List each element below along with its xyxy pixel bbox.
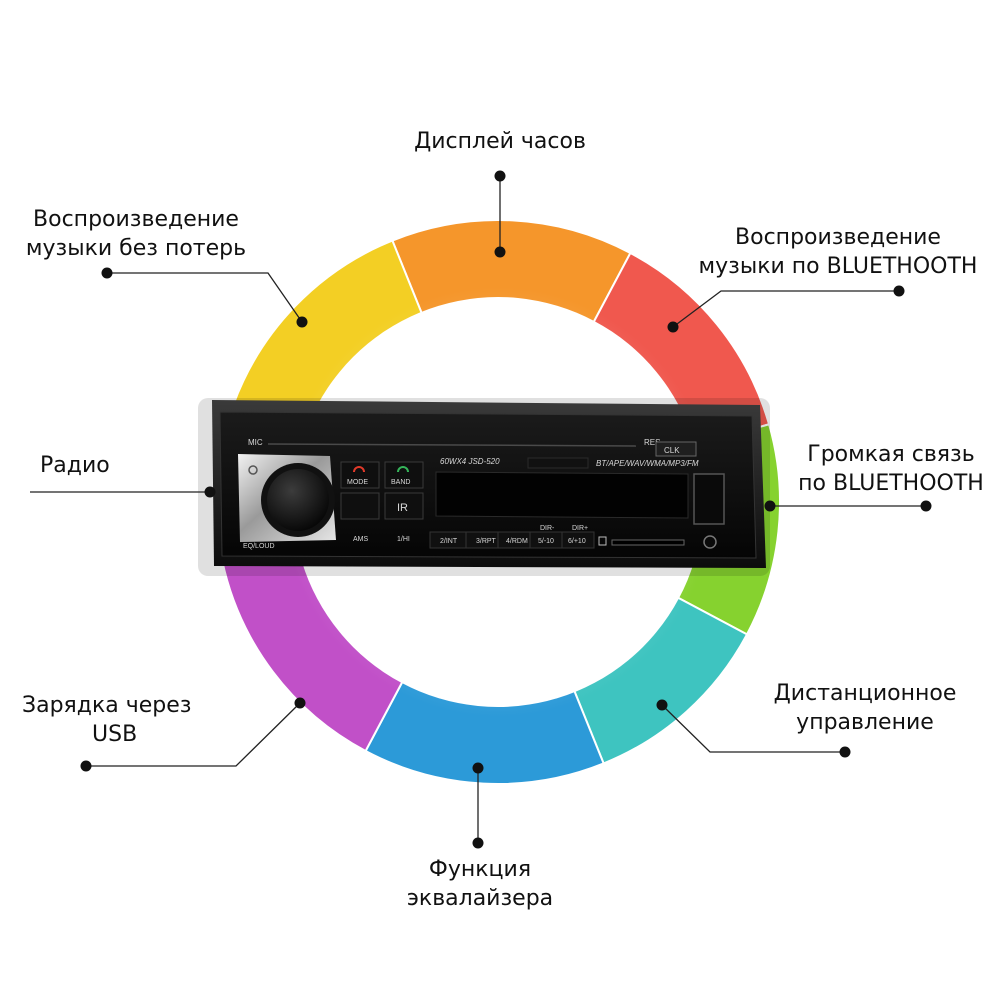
- dir-minus-label: DIR-: [540, 525, 555, 532]
- res-label: RES: [644, 438, 660, 447]
- label-bt-music-line-2: музыки по BLUETHOOTH: [698, 254, 978, 279]
- formats-label: BT/APE/WAV/WMA/MP3/FM: [596, 459, 699, 468]
- label-radio: Радио: [40, 451, 160, 480]
- dot-bt-handsfree-inner: [764, 500, 776, 512]
- ir-window: [384, 492, 424, 520]
- preset-1-button[interactable]: 1/HI: [397, 536, 410, 543]
- band-call-icon: [397, 466, 409, 473]
- dot-radio-inner: [204, 486, 216, 498]
- dot-bt-music-inner: [667, 321, 679, 333]
- label-usb-charge-line-2: USB: [92, 722, 138, 747]
- label-equalizer-line-2: эквалайзера: [406, 886, 554, 911]
- label-clock-line-1: Дисплей часов: [414, 129, 586, 154]
- eq-loud-label: EQ/LOUD: [243, 543, 275, 550]
- mode-hangup-icon: [353, 466, 365, 473]
- sd-card-icon: [598, 536, 607, 546]
- callout-line-lossless: [107, 272, 303, 323]
- dot-remote-outer: [839, 746, 851, 758]
- aux-jack[interactable]: [703, 535, 717, 549]
- clk-button[interactable]: [655, 441, 697, 457]
- car-radio: MIC RES CLK EQ/LOUD MODE BAND IR AMS 1/H…: [198, 398, 770, 576]
- eject-button[interactable]: [340, 492, 380, 520]
- label-equalizer-line-1: Функция: [428, 857, 532, 882]
- band-label: BAND: [391, 479, 410, 486]
- callout-lines: [30, 176, 926, 843]
- dot-clock-inner: [494, 246, 506, 258]
- preset-6-label: 6/+10: [568, 538, 586, 545]
- preset-2-label: 2/INT: [440, 538, 458, 545]
- dot-clock-outer: [494, 170, 506, 182]
- label-bt-handsfree-line-1: Громкая связь: [807, 442, 975, 467]
- preset-row: 2/INT 3/RPT 4/RDM 5/-10 DIR- 6/+10 DIR+: [429, 525, 717, 549]
- sd-card-slot[interactable]: [611, 539, 685, 546]
- label-remote-line-2: управление: [796, 710, 934, 735]
- display-indicator: [527, 457, 589, 469]
- usb-port[interactable]: [693, 473, 725, 525]
- label-bt-handsfree-line-2: по BLUETHOOTH: [798, 471, 984, 496]
- label-radio-line-1: Радио: [40, 453, 110, 478]
- ams-button[interactable]: AMS: [353, 536, 369, 543]
- callout-line-bt-music: [672, 290, 899, 328]
- dot-equalizer-inner: [472, 762, 484, 774]
- label-equalizer: Функция эквалайзера: [370, 855, 590, 913]
- volume-knob[interactable]: [267, 469, 329, 531]
- label-remote: Дистанционное управление: [750, 679, 980, 737]
- label-bt-music: Воспроизведение музыки по BLUETHOOTH: [680, 223, 996, 281]
- label-lossless: Воспроизведение музыки без потерь: [4, 205, 268, 263]
- dot-usb-outer: [80, 760, 92, 772]
- dot-lossless-outer: [101, 267, 113, 279]
- preset-3-label: 3/RPT: [476, 538, 497, 545]
- label-usb-charge: Зарядка через USB: [22, 691, 232, 749]
- radio-top-slot: [267, 443, 637, 447]
- clk-label: CLK: [664, 446, 680, 455]
- preset-5-label: 5/-10: [538, 538, 554, 545]
- dot-equalizer-outer: [472, 837, 484, 849]
- model-label: 60WX4 JSD-520: [440, 457, 500, 466]
- dot-lossless-inner: [296, 316, 308, 328]
- dot-remote-inner: [656, 699, 668, 711]
- label-lossless-line-2: музыки без потерь: [25, 236, 247, 261]
- power-icon[interactable]: [248, 465, 258, 475]
- ir-label: IR: [397, 502, 408, 514]
- label-lossless-line-1: Воспроизведение: [33, 207, 239, 232]
- preset-4-label: 4/RDM: [506, 538, 528, 545]
- dot-bt-handsfree-outer: [920, 500, 932, 512]
- label-bt-handsfree: Громкая связь по BLUETHOOTH: [786, 440, 996, 498]
- mode-label: MODE: [347, 479, 368, 486]
- label-bt-music-line-1: Воспроизведение: [735, 225, 941, 250]
- label-clock-display: Дисплей часов: [380, 127, 620, 156]
- callout-dots: [80, 170, 932, 849]
- label-remote-line-1: Дистанционное: [773, 681, 957, 706]
- dot-usb-inner: [294, 697, 306, 709]
- lcd-display: [435, 471, 689, 519]
- callout-line-remote: [661, 704, 845, 753]
- label-usb-charge-line-1: Зарядка через: [22, 693, 192, 718]
- callout-line-usb: [86, 702, 301, 767]
- preset-6-button[interactable]: [561, 531, 595, 549]
- mic-label: MIC: [248, 438, 263, 447]
- dir-plus-label: DIR+: [572, 525, 588, 532]
- dot-bt-music-outer: [893, 285, 905, 297]
